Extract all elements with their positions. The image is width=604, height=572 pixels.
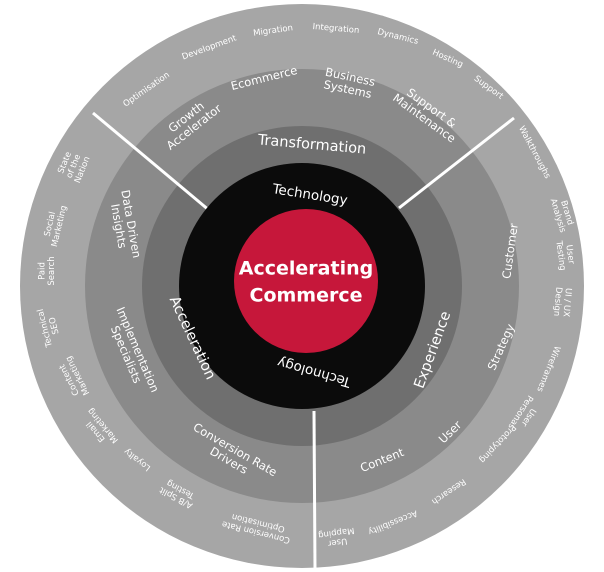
divider-upper-right: [398, 116, 515, 210]
divider-upper-left: [92, 111, 211, 213]
capability-label-user-testing: UserTesting: [554, 238, 578, 271]
capability-label-user-mapping-line-1: User: [327, 536, 348, 549]
capability-label-user-testing-line-1: User: [564, 244, 577, 265]
capability-label-ui-ux-design-line-2: Design: [552, 286, 565, 316]
capability-label-ui-ux-design: UI / UXDesign: [552, 286, 574, 317]
core-title-line-2: Commerce: [250, 285, 363, 307]
capability-label-paid-search: PaidSearch: [37, 256, 57, 285]
capability-label-paid-search-line-1: Paid: [37, 262, 47, 280]
capability-label-technical-seo-line-2: SEO: [47, 316, 61, 336]
core-title-line-1: Accelerating: [239, 258, 373, 280]
capability-label-user-testing-line-2: Testing: [554, 239, 568, 271]
section-dividers: [92, 111, 515, 571]
capability-label-ui-ux-design-line-1: UI / UX: [561, 287, 574, 317]
capability-label-integration: Integration: [312, 21, 360, 35]
divider-bottom: [312, 410, 317, 571]
core-circle: [234, 209, 378, 353]
capability-label-integration-line-1: Integration: [312, 21, 360, 35]
capability-label-paid-search-line-2: Search: [46, 256, 56, 285]
